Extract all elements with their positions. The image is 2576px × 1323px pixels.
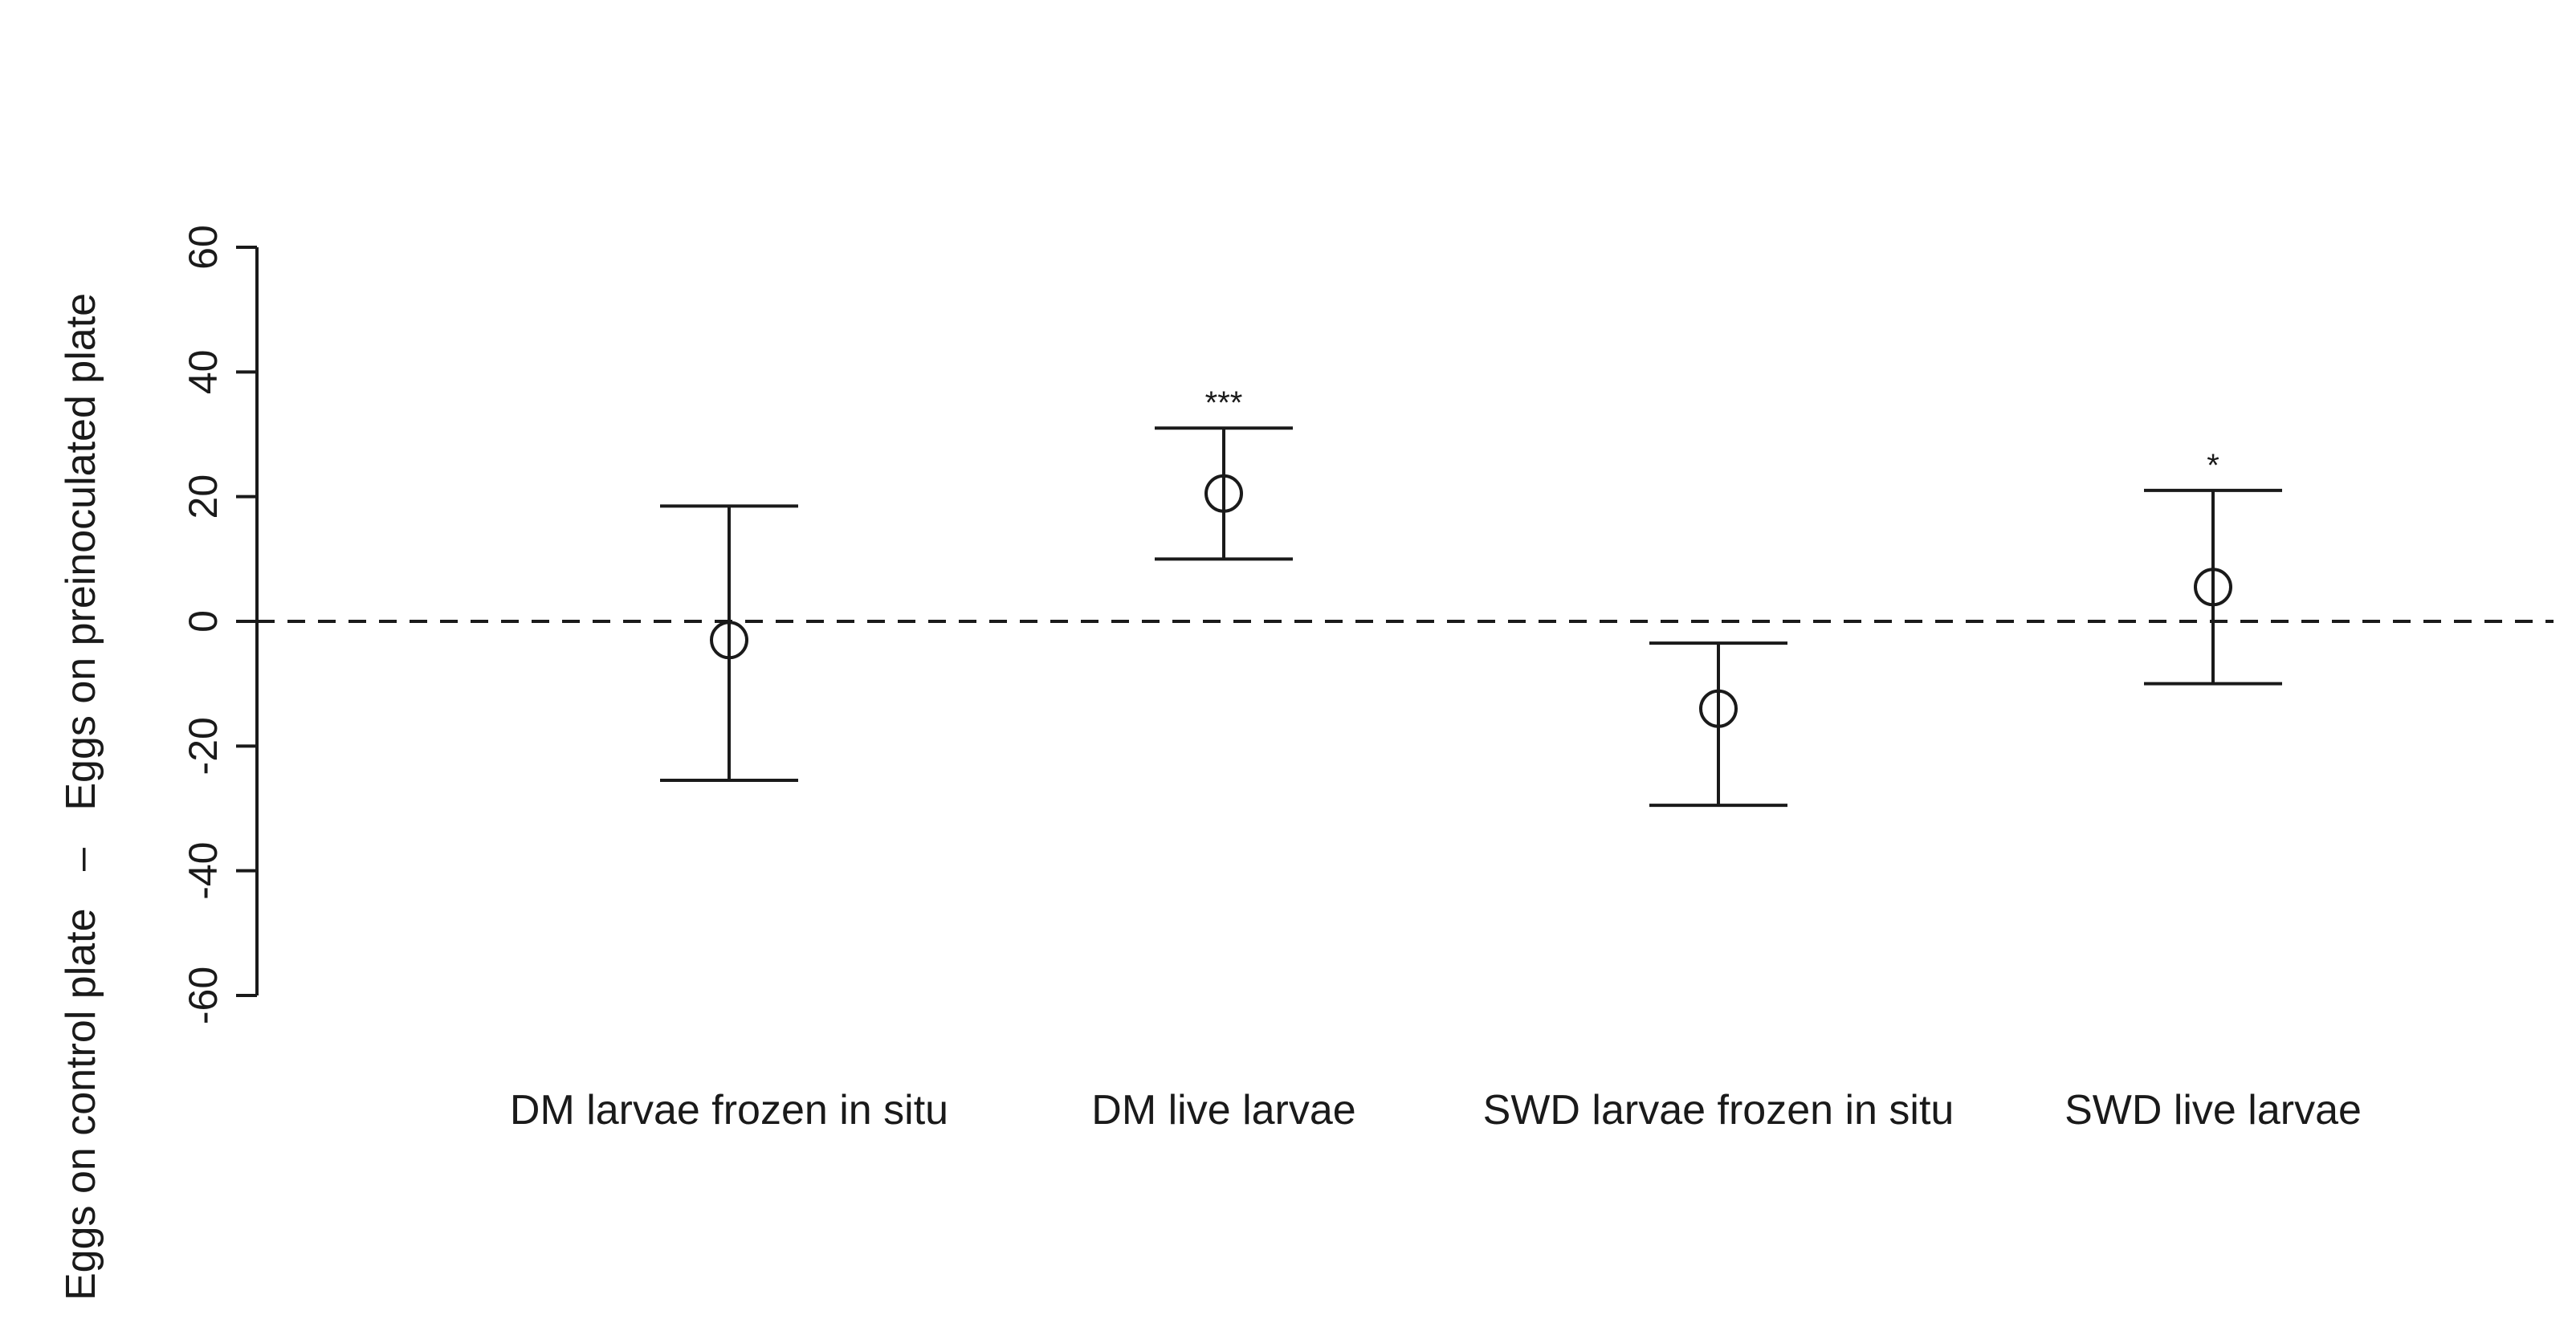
y-axis-label-left: Eggs on control plate	[58, 908, 104, 1301]
x-category-label: DM larvae frozen in situ	[510, 1087, 948, 1134]
mean-point	[710, 621, 748, 660]
mean-point	[1699, 689, 1738, 728]
mean-point	[1204, 474, 1243, 513]
error-bar-group: *	[2144, 448, 2282, 686]
x-category-label: SWD larvae frozen in situ	[1483, 1087, 1954, 1134]
y-axis-label: Eggs on control plate – Eggs on preinocu…	[58, 293, 104, 1301]
y-axis-label-dash: –	[58, 848, 104, 871]
error-bar-group: ***	[1155, 385, 1293, 561]
significance-label: *	[2207, 448, 2219, 483]
y-axis-label-right: Eggs on preinoculated plate	[58, 293, 104, 811]
y-tick-label: 20	[181, 474, 226, 519]
x-category-label: SWD live larvae	[2064, 1087, 2362, 1134]
y-tick-label: 0	[181, 610, 226, 633]
y-tick-label: 60	[181, 225, 226, 270]
mean-point	[2194, 568, 2232, 607]
y-tick-label: 40	[181, 350, 226, 395]
x-axis-category-labels: DM larvae frozen in situ DM live larvae SW…	[510, 1087, 2362, 1134]
significance-label: ***	[1205, 385, 1243, 421]
x-category-label: DM live larvae	[1091, 1087, 1355, 1134]
error-bar-group	[660, 504, 798, 783]
y-tick-label: -40	[181, 842, 226, 900]
y-tick-label: -20	[181, 717, 226, 775]
error-bar-group	[1649, 641, 1787, 808]
plot-area: ****	[257, 385, 2554, 808]
y-tick-label: -60	[181, 967, 226, 1024]
y-axis: 60 40 20 0 -20 -40 -60	[181, 225, 259, 1024]
